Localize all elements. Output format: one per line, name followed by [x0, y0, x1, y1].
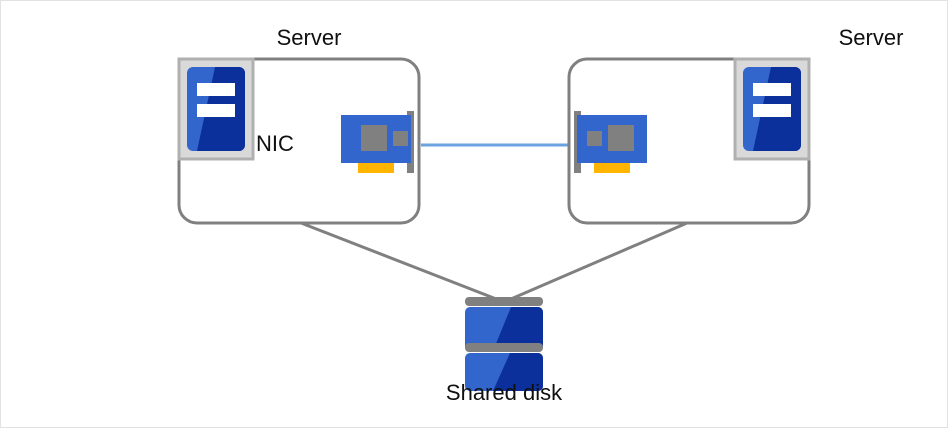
- connector-server-left-to-disk: [300, 221, 505, 304]
- nic-chip-small: [393, 131, 408, 146]
- nic-connector-tab: [594, 163, 630, 173]
- nic-chip-large: [361, 125, 387, 151]
- disk-platter-top: [465, 297, 543, 306]
- nic-connector-tab: [358, 163, 394, 173]
- nic-chip-large: [608, 125, 634, 151]
- nic-card-right[interactable]: [574, 111, 647, 173]
- server-icon-bar-bottom: [753, 104, 791, 117]
- disk-body-lower-shade: [493, 353, 543, 391]
- disk-body-upper-shade: [493, 307, 543, 351]
- server-right-label: Server: [838, 25, 904, 50]
- server-icon-bar-bottom: [197, 104, 235, 117]
- shared-disk-icon[interactable]: [465, 297, 543, 391]
- nic-chip-small: [587, 131, 602, 146]
- server-icon-left: [177, 57, 255, 161]
- connector-server-right-to-disk: [503, 221, 688, 304]
- nic-label: NIC: [256, 131, 294, 156]
- nic-card-left[interactable]: [341, 111, 414, 173]
- server-left-label: Server: [276, 25, 342, 50]
- shared-disk-label: Shared disk: [445, 380, 563, 405]
- server-icon-bar-top: [753, 83, 791, 96]
- server-icon-bar-top: [197, 83, 235, 96]
- disk-platter-middle: [465, 343, 543, 352]
- server-icon-right: [733, 57, 811, 161]
